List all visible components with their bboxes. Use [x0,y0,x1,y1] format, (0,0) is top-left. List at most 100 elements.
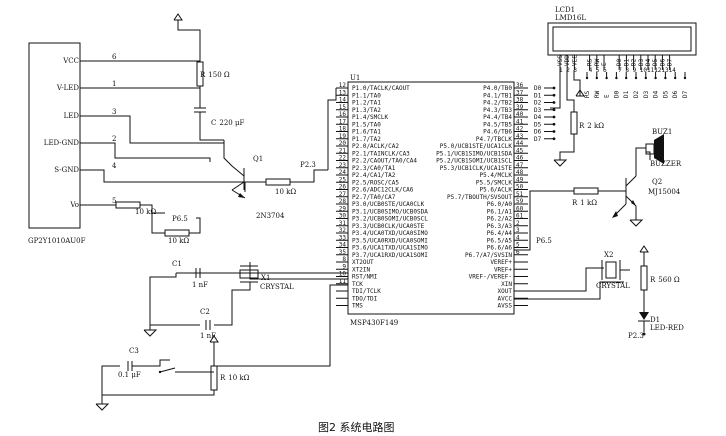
net-p23: P2.3 [300,161,316,169]
mcu-pin-number: 6 [516,249,520,256]
mcu-pin-name: TDO/TDI [352,295,378,302]
mcu-pin-number: 5 [516,242,520,249]
r-q1-label: 10 kΩ [275,188,296,196]
mcu-pin-name: P5.3/UCB1CLK/UCA1STE [440,165,513,172]
sensor-pin-number: 5 [112,197,116,205]
mcu-pin-name: P3.1/UCB0SIMO/UCB0SDA [352,208,428,215]
mcu-pin-number: 15 [339,104,347,111]
q2-ref: Q2 [652,178,662,186]
mcu-pin-number: 49 [516,176,524,183]
lcd-pin-label: VSS [557,55,564,66]
oscillator-circuit [143,262,348,337]
mcu-pin-number: 47 [516,162,524,169]
lcd-bus-label: D2 [633,90,640,98]
mcu-pin-name: P1.3/TA2 [352,107,381,114]
mcu-pin-name: AVSS [498,303,513,310]
mcu-pin-number: 32 [339,227,347,234]
mcu-pin-number: 46 [516,155,524,162]
lcd-bus-label: D3 [643,90,650,98]
lcd-ref: LCD1 [555,6,575,14]
mcu-pin-number: 33 [339,234,347,241]
lcd-pin-number: 9 [633,67,637,74]
mcu-pin-number: 37 [516,89,524,96]
buzzer-circuit: BUZ1 BUZZER [514,128,682,251]
mcu-pin-number: 60 [516,205,524,212]
mcu-pin-name: TDI/TCLK [352,288,381,295]
lcd-pin-label: D3 [638,58,645,66]
mcu-pin-number: 41 [516,118,524,125]
mcu-pin-name: XOUT [498,288,513,295]
mcu-pin-number: 18 [339,126,347,133]
mcu-data-bus-label: D4 [534,114,542,121]
lcd-pin-number: 12 [654,67,662,74]
lcd-part: LMD16L [555,14,586,22]
mcu-pin-number: 23 [339,162,347,169]
mcu-pin-name: P4.6/TB6 [483,129,512,136]
led-ref: D1 [650,316,660,324]
mcu-pin-number: 24 [339,169,347,176]
mcu-pin-name: P2.3/CA0/TA1 [352,165,396,172]
mcu-data-bus-label: D7 [534,136,542,143]
mcu-pin-name: P6.2/A2 [487,216,513,223]
mcu-pin-name: P5.0/UCB1STE/UCA1CLK [440,143,513,150]
lcd-pin-label: D4 [645,58,652,66]
mcu-pin-name: P5.5/SMCLK [476,179,513,186]
mcu-pin-number: 17 [339,118,347,125]
mcu-pin-name: VREF-/VEREF- [469,274,512,281]
mcu-pin-number: 11 [339,278,347,285]
mcu-pin-name: VREF+ [494,266,512,273]
mcu-ref: U1 [350,74,360,82]
mcu-pin-name: AVCC [498,295,513,302]
lcd-pin-number: 6 [603,67,607,74]
mcu-pin-name: P1.0/TACLK/CAOUT [352,85,410,92]
mcu-pin-name: P5.4/MCLK [479,172,512,179]
mcu-pin-name: P3.7/UCA1RXD/UCA1SOMI [352,252,428,259]
buzzer-part: BUZZER [650,160,682,168]
mcu-pin-name: P3.5/UCA0RXD/UCA0SOMI [352,237,428,244]
mcu-pin-name: P5.1/UCB1SIMO/UCB1SDA [436,150,512,157]
mcu-pin-name: P1.7/TA2 [352,136,381,143]
mcu-pin-name: P6.6/A6 [487,245,513,252]
net-p23b: P2.3 [628,332,644,340]
sensor-pin-number: 2 [112,135,116,143]
mcu-pin-number: 35 [339,249,347,256]
mcu-pin-name: P2.4/CA1/TA2 [352,172,396,179]
mcu-pin-number: 38 [516,97,524,104]
led-part: LED-RED [650,324,684,332]
mcu-pin-name: P3.2/UCB0SOMI/UCB0SCL [352,216,428,223]
mcu-pin-name: P6.3/A3 [487,223,513,230]
mcu-pin-name: P4.7/TBCLK [476,136,513,143]
x2-ref: X2 [604,251,613,259]
mcu-pin-number: 34 [339,242,347,249]
mcu-pin-name: RST/NMI [352,274,378,281]
lcd-pin-number: 2 [566,67,570,74]
lcd-pin-label: D2 [631,58,638,66]
mcu-pin-name: P6.1/A1 [487,208,513,215]
mcu-pin-name: P4.3/TB3 [483,107,512,114]
r-vo1-label: 10 kΩ [135,208,156,216]
lcd-pin-label: D6 [659,58,666,66]
lcd-bus-label: RW [594,90,601,98]
mcu-pin-number: 26 [339,184,347,191]
mcu-pin-name: VEREF+ [490,259,512,266]
mcu-pin-name: P1.5/TA0 [352,121,381,128]
lcd-bus-label: D4 [653,90,660,98]
lcd-pin-number: 7 [618,67,622,74]
r-vo2-label: 10 kΩ [168,237,189,245]
lcd-pin-number: 3 [573,67,577,74]
mcu-pin-number: 39 [516,104,524,111]
mcu-pin-name: P3.6/UCA1TXD/UCA1SIMO [352,245,428,252]
sensor-pin-number: 4 [112,162,117,170]
figure-caption: 图2 系统电路图 [318,421,395,434]
mcu-data-bus-label: D2 [534,100,542,107]
mcu-pin-name: TMS [352,303,363,310]
mcu-pin-number: 28 [339,198,347,205]
sensor-ref: GP2Y1010AU0F [28,237,86,245]
mcu-pin-name: P2.1/TAINCLK/CA3 [352,150,410,157]
mcu-pin-name: P2.7/TA0/CA7 [352,194,396,201]
